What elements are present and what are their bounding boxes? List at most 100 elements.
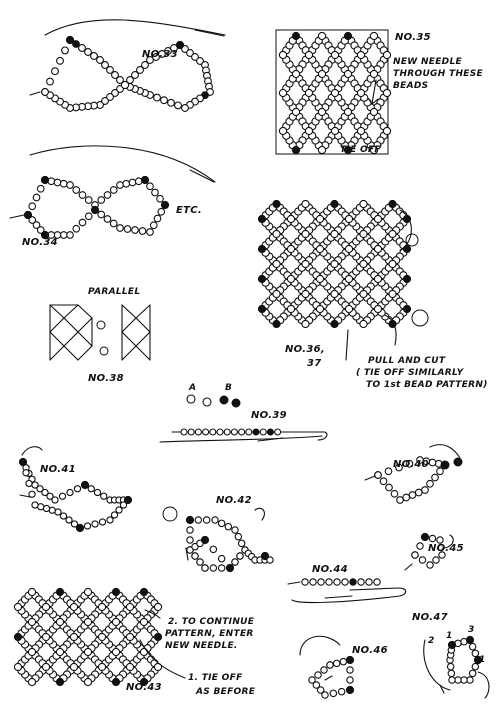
white-bead (238, 428, 246, 436)
white-bead (97, 602, 107, 612)
label-no46: NO.46 (352, 645, 388, 656)
white-bead (330, 50, 340, 60)
white-bead (61, 46, 69, 55)
white-bead (69, 632, 79, 642)
thread-no38-a0 (49, 304, 65, 361)
white-bead (27, 677, 37, 687)
white-bead (326, 661, 334, 669)
white-bead (194, 516, 203, 524)
white-bead (106, 516, 114, 524)
pattern-no42-diagram (162, 506, 274, 573)
white-bead (286, 274, 296, 284)
white-bead (321, 691, 329, 699)
label-no35: NO.35 (395, 32, 431, 43)
thread-no39-lower (159, 435, 323, 443)
white-bead (141, 61, 149, 69)
black-bead (440, 460, 450, 470)
white-bead (103, 191, 112, 199)
black-bead (90, 205, 100, 215)
label-tie-before-2: AS BEFORE (195, 687, 256, 697)
black-bead (473, 655, 483, 665)
thread-start-no44 (287, 581, 301, 585)
white-bead (316, 686, 325, 694)
label-no34: NO.34 (22, 237, 58, 248)
label-parallel: PARALLEL (88, 287, 140, 297)
label-new-needle-3: BEADS (393, 81, 428, 91)
white-bead (308, 676, 316, 684)
pattern-no35-diagram (275, 29, 392, 155)
white-bead (468, 642, 477, 651)
thread-no38-b4 (135, 317, 151, 347)
white-bead (84, 48, 92, 56)
white-bead (217, 554, 226, 563)
white-bead (128, 178, 137, 187)
thread-no47-b (477, 671, 490, 699)
white-bead (447, 669, 456, 678)
white-bead (315, 274, 325, 284)
white-bead (181, 104, 189, 112)
white-bead (66, 181, 74, 189)
white-bead (209, 545, 218, 554)
black-bead (185, 515, 195, 525)
white-bead (438, 551, 446, 559)
white-bead (116, 181, 124, 189)
black-bead (111, 677, 121, 687)
white-bead (369, 107, 379, 117)
white-bead (180, 428, 188, 436)
black-bead (343, 31, 353, 41)
white-bead (359, 289, 368, 299)
black-bead (402, 304, 412, 314)
white-bead (28, 490, 36, 498)
white-bead (111, 89, 119, 97)
white-bead (373, 304, 383, 314)
black-bead (140, 175, 150, 185)
white-bead (152, 53, 160, 61)
black-bead (257, 244, 267, 254)
label-continue-2: PATTERN, ENTER (165, 629, 254, 639)
white-bead (53, 178, 62, 187)
white-bead (217, 519, 226, 528)
black-bead (40, 175, 50, 185)
white-bead (317, 107, 327, 117)
white-bead (32, 193, 41, 202)
white-bead (301, 289, 310, 299)
white-bead (70, 520, 79, 528)
white-bead (224, 522, 233, 531)
white-bead (36, 184, 45, 193)
thread-no39 (171, 431, 328, 441)
label-pull-cut-2: ( TIE OFF SIMILARLY (356, 368, 465, 378)
white-bead (83, 647, 93, 657)
white-bead (55, 617, 65, 627)
white-bead (388, 229, 397, 239)
thread-start-no47 (439, 684, 445, 694)
label-no43: NO.43 (126, 682, 162, 693)
black-bead (291, 145, 301, 155)
white-bead (97, 662, 107, 672)
white-bead (343, 69, 353, 79)
black-bead (349, 578, 357, 586)
white-bead (109, 186, 118, 194)
thread-start-no46 (324, 675, 333, 681)
label-no47-2: 2 (428, 636, 435, 646)
white-bead (196, 57, 204, 65)
white-bead (41, 662, 51, 672)
white-bead (174, 101, 182, 110)
label-pull-cut-1: PULL AND CUT (368, 356, 446, 366)
white-bead (97, 196, 106, 204)
needle (194, 29, 225, 37)
white-bead (426, 561, 434, 569)
white-bead (359, 319, 368, 329)
white-bead (436, 467, 444, 476)
white-bead (454, 676, 462, 684)
white-bead (266, 556, 274, 564)
white-bead (194, 428, 202, 436)
white-bead (274, 428, 282, 436)
white-bead (466, 676, 474, 684)
white-bead (356, 88, 366, 98)
white-bead (395, 463, 403, 472)
white-bead (157, 207, 166, 216)
white-bead (416, 456, 424, 464)
white-bead (272, 229, 281, 239)
label-tie-before-1: 1. TIE OFF (188, 673, 243, 683)
